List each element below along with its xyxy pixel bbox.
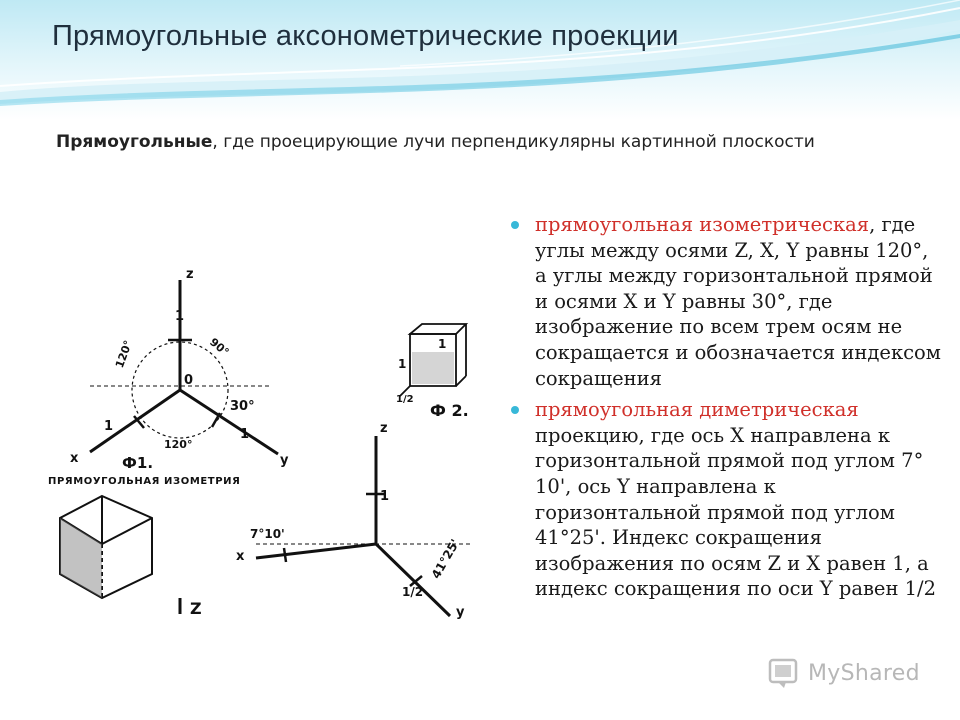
bullet-dimetric: прямоугольная диметрическая проекцию, гд… [508, 397, 946, 602]
small-cube-fig-label: Ф 2. [430, 401, 469, 420]
iso-fig-label: Ф1. [122, 454, 153, 472]
iso-y-label: y [280, 453, 289, 468]
bullet-dot-icon [511, 221, 519, 229]
myshared-watermark: MyShared [768, 656, 920, 690]
dimetric-diagram [255, 436, 470, 618]
bullet-dimetric-term: прямоугольная диметрическая [535, 398, 859, 422]
small-cube-drawing [399, 323, 469, 397]
iso-angle-bottom: 120° [164, 438, 192, 451]
bullet-isometric-term: прямоугольная изометрическая [535, 213, 870, 236]
intro-text: , где проецирующие лучи перпендикулярны … [212, 132, 815, 152]
watermark-text: MyShared [808, 660, 920, 686]
iso-angle-30: 30° [230, 399, 255, 414]
iso-cube-drawing [59, 494, 182, 614]
iso-x-label: x [70, 451, 79, 466]
dim-x-label: x [236, 549, 245, 564]
dim-unit-y: 1/2 [402, 585, 423, 599]
bullet-isometric: прямоугольная изометрическая, где углы м… [508, 212, 946, 391]
slide-title: Прямоугольные аксонометрические проекции [52, 20, 679, 52]
isometric-diagram [89, 280, 279, 456]
iso-z-label: z [186, 268, 194, 282]
intro-bold-term: Прямоугольные [56, 132, 213, 152]
myshared-logo-icon [768, 658, 798, 688]
iso-caption: ПРЯМОУГОЛЬНАЯ ИЗОМЕТРИЯ [48, 476, 240, 487]
iso-origin-label: 0 [184, 373, 193, 388]
small-cube-unit-half: 1/2 [396, 394, 414, 405]
small-cube-unit-top: 1 [438, 337, 446, 351]
dim-angle-x: 7°10' [250, 527, 285, 541]
iso-unit-x: 1 [104, 419, 113, 434]
dim-unit-z: 1 [380, 489, 389, 504]
intro-paragraph: Прямоугольные, где проецирующие лучи пер… [56, 128, 876, 156]
axonometry-figure: z x y 0 1 1 1 120° 90° 30° 120° Ф1. ПРЯМ… [30, 268, 498, 620]
small-cube-unit-side: 1 [398, 357, 406, 371]
corner-z-label: Z [190, 599, 202, 618]
dim-z-label: z [380, 421, 388, 436]
dim-y-label: y [456, 605, 465, 620]
header-decoration [0, 0, 960, 120]
bullet-dot-icon [511, 406, 519, 415]
bullet-isometric-text: , где углы между осями Z, X, Y равны 120… [535, 213, 941, 390]
bullet-dimetric-text: проекцию, где ось X направлена к горизон… [535, 423, 937, 601]
bullet-list: прямоугольная изометрическая, где углы м… [508, 212, 946, 608]
iso-unit-z: 1 [175, 309, 184, 324]
iso-unit-y: 1 [240, 427, 249, 442]
